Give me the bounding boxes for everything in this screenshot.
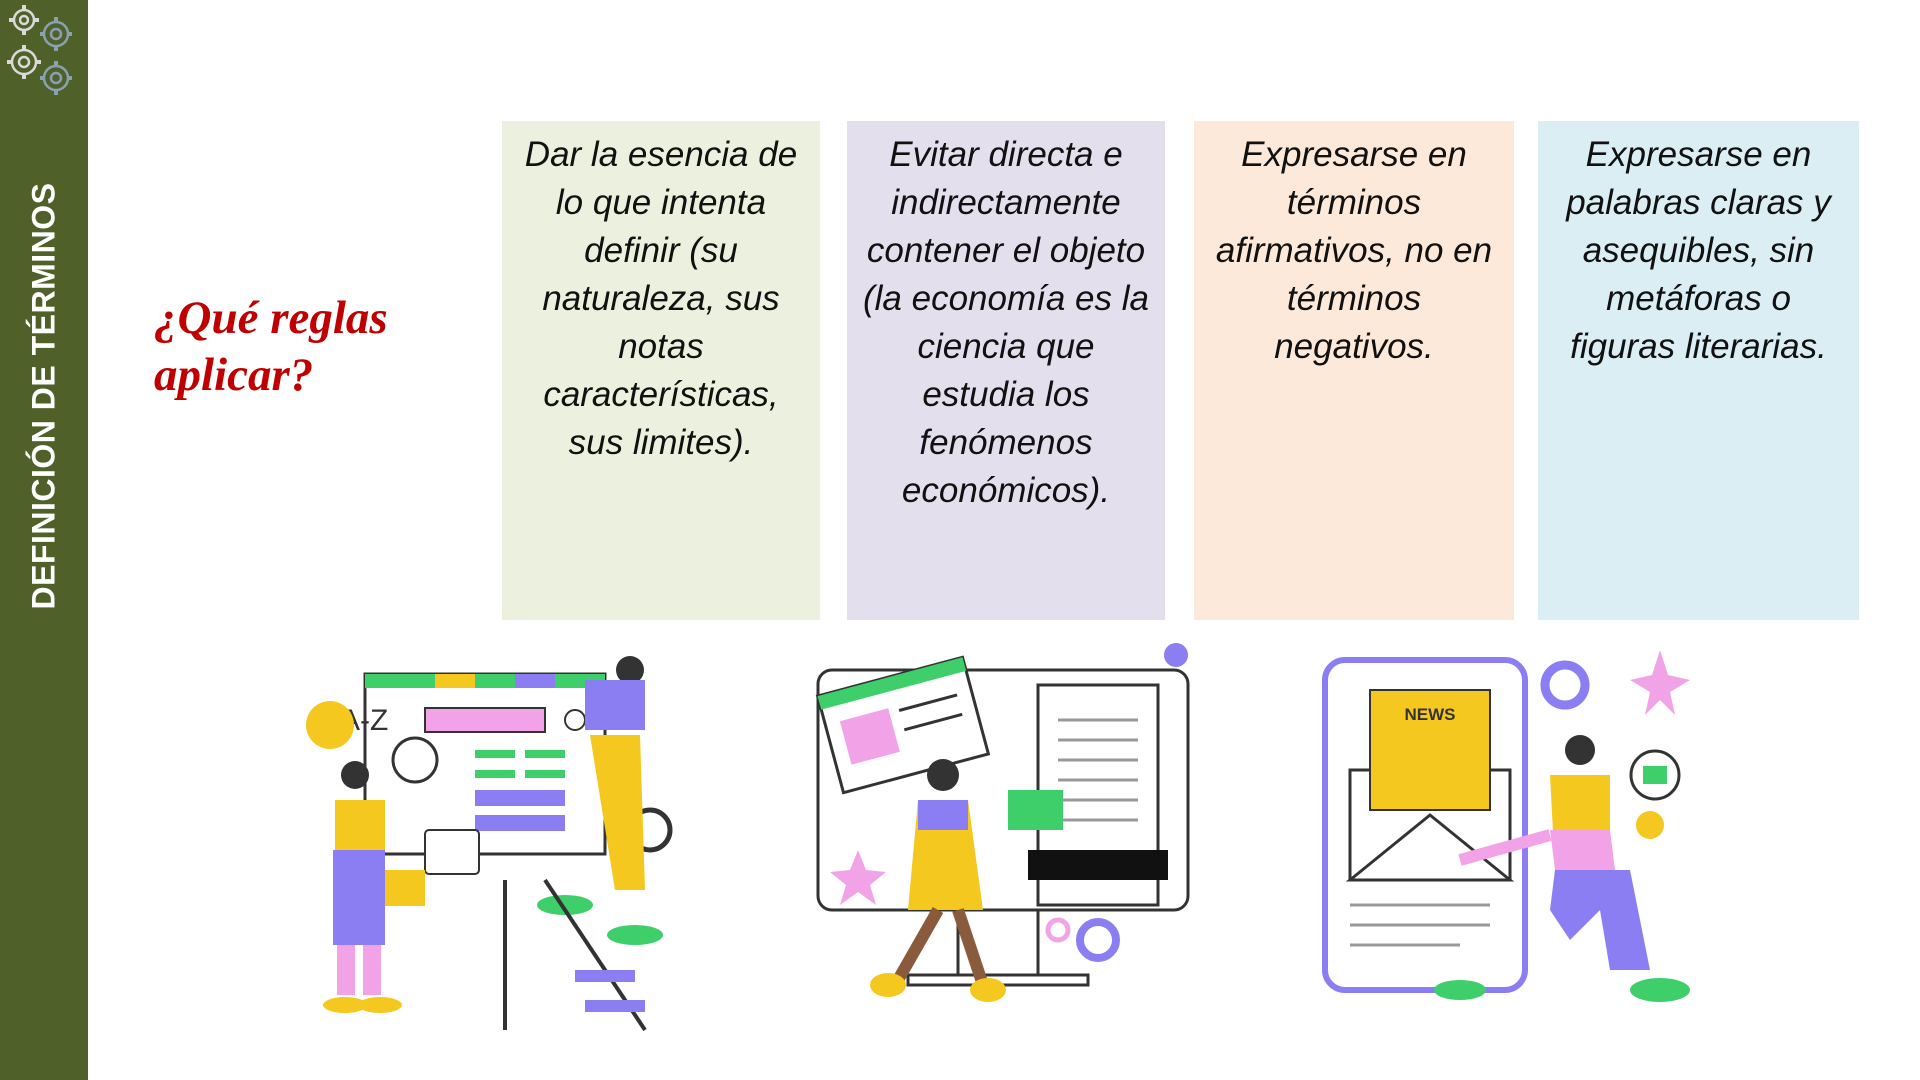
- rule-text-2: Evitar directa e indirectamente contener…: [863, 135, 1149, 510]
- gear-icon: [1540, 660, 1590, 710]
- gear-icon: [306, 701, 354, 749]
- magnifier-icon: [391, 736, 439, 784]
- question-line-1: ¿Qué reglas: [154, 292, 388, 344]
- sidebar: DEFINICIÓN DE TÉRMINOS: [0, 0, 88, 1080]
- newspaper: [1369, 689, 1491, 811]
- question-heading: ¿Qué reglas aplicar?: [154, 290, 474, 404]
- rule-text-4: Expresarse en palabras claras y asequibl…: [1566, 135, 1831, 366]
- pin-icon: [1164, 643, 1188, 667]
- rule-text-3: Expresarse en términos afirmativos, no e…: [1215, 135, 1493, 366]
- rule-card-1: Dar la esencia de lo que intenta definir…: [502, 121, 820, 620]
- content-illustration: [815, 643, 1190, 1002]
- rule-card-2: Evitar directa e indirectamente contener…: [847, 121, 1165, 620]
- gears-icon: [7, 5, 72, 95]
- image-icon: [839, 708, 900, 765]
- question-line-2: aplicar?: [154, 349, 314, 401]
- rule-card-4: Expresarse en palabras claras y asequibl…: [1538, 121, 1859, 620]
- dictionary-illustration: A-Z: [306, 656, 673, 1032]
- news-illustration: NEWS: [1322, 650, 1690, 1002]
- thumbs-up-icon: [424, 829, 480, 875]
- search-icon: [564, 709, 586, 731]
- news-label: NEWS: [1405, 705, 1456, 724]
- gear-icon: [1076, 918, 1120, 962]
- browser-bar: [365, 674, 605, 688]
- sparkle-icon: [830, 850, 886, 905]
- sparkle-icon: [1630, 650, 1690, 715]
- rule-text-1: Dar la esencia de lo que intenta definir…: [524, 135, 798, 462]
- rule-card-3: Expresarse en términos afirmativos, no e…: [1194, 121, 1514, 620]
- sidebar-title: DEFINICIÓN DE TÉRMINOS: [25, 182, 62, 610]
- like-icon: [1008, 790, 1063, 830]
